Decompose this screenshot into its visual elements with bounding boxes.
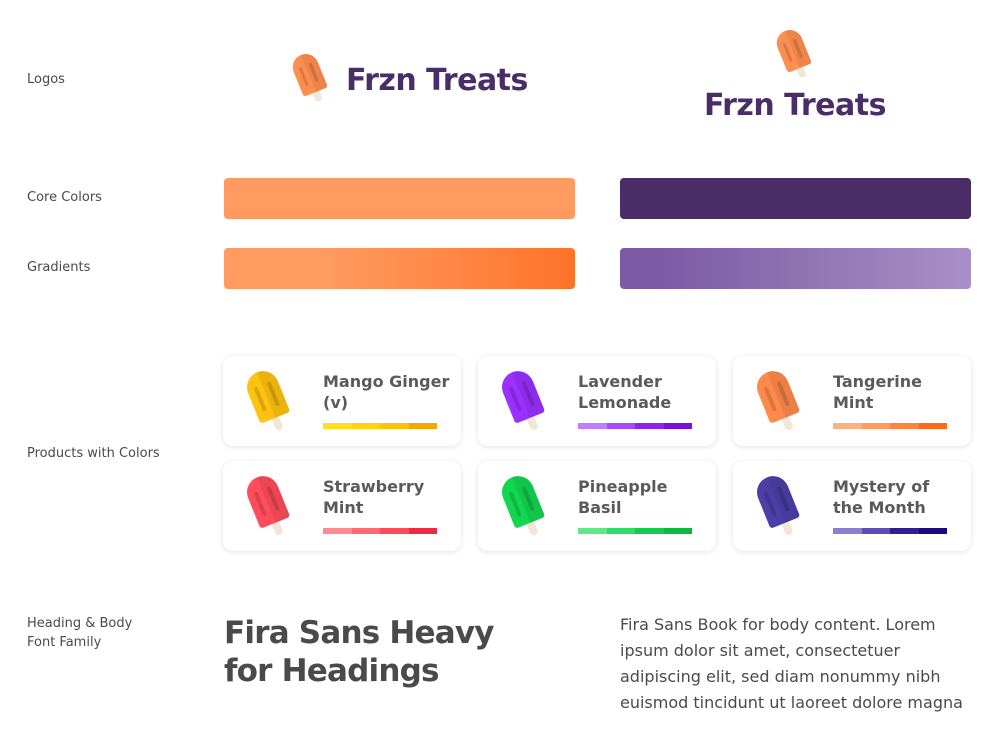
color-chip	[663, 423, 692, 429]
row-label-fonts: Heading & Body Font Family	[27, 614, 132, 652]
popsicle-icon	[247, 476, 290, 536]
product-name: Lavender Lemonade	[578, 372, 672, 412]
core-color-orange-swatch	[224, 178, 575, 219]
row-label-gradients: Gradients	[27, 260, 91, 275]
logo-horizontal: Frzn Treats	[288, 52, 528, 108]
color-chip	[663, 528, 692, 534]
product-color-bar	[578, 423, 692, 429]
product-card: Mystery of the Month	[733, 461, 971, 551]
product-name: Mango Ginger (v)	[323, 372, 450, 412]
color-chip	[380, 423, 409, 429]
product-color-bar	[578, 528, 692, 534]
logo-stacked: Frzn Treats	[700, 28, 890, 123]
row-label-fonts-line2: Font Family	[27, 635, 102, 650]
color-chip	[408, 528, 437, 534]
color-chip	[861, 528, 890, 534]
product-card: Strawberry Mint	[223, 461, 461, 551]
popsicle-icon	[502, 371, 545, 431]
row-label-products: Products with Colors	[27, 446, 160, 461]
product-color-bar	[323, 423, 437, 429]
popsicle-icon	[502, 476, 545, 536]
popsicle-icon	[247, 371, 290, 431]
product-card: Pineapple Basil	[478, 461, 716, 551]
product-name: Mystery of the Month	[833, 477, 930, 517]
product-card: Lavender Lemonade	[478, 356, 716, 446]
color-chip	[578, 528, 607, 534]
color-chip	[578, 423, 607, 429]
product-color-bar	[833, 528, 947, 534]
popsicle-icon	[757, 476, 800, 536]
color-chip	[833, 423, 862, 429]
color-chip	[890, 528, 919, 534]
color-chip	[918, 528, 947, 534]
product-name: Strawberry Mint	[323, 477, 425, 517]
row-label-logos: Logos	[27, 72, 65, 87]
color-chip	[606, 528, 635, 534]
color-chip	[635, 423, 664, 429]
color-chip	[861, 423, 890, 429]
gradient-orange-swatch	[224, 248, 575, 289]
product-card: Mango Ginger (v)	[223, 356, 461, 446]
color-chip	[380, 528, 409, 534]
popsicle-logo-icon	[292, 54, 328, 102]
body-font-sample: Fira Sans Book for body content. Lorem i…	[620, 615, 963, 712]
product-name: Tangerine Mint	[833, 372, 922, 412]
color-chip	[918, 423, 947, 429]
color-chip	[323, 528, 352, 534]
product-card: Tangerine Mint	[733, 356, 971, 446]
core-color-purple-swatch	[620, 178, 971, 219]
brand-wordmark: Frzn Treats	[346, 62, 528, 98]
heading-font-sample: Fira Sans Heavy for Headings	[224, 615, 494, 689]
color-chip	[351, 423, 380, 429]
product-name: Pineapple Basil	[578, 477, 668, 517]
color-chip	[323, 423, 352, 429]
brand-wordmark: Frzn Treats	[704, 88, 886, 123]
row-label-fonts-line1: Heading & Body	[27, 616, 133, 631]
color-chip	[635, 528, 664, 534]
color-chip	[408, 423, 437, 429]
color-chip	[890, 423, 919, 429]
popsicle-icon	[757, 371, 800, 431]
color-chip	[606, 423, 635, 429]
color-chip	[833, 528, 862, 534]
color-chip	[351, 528, 380, 534]
gradient-purple-swatch	[620, 248, 971, 289]
popsicle-logo-icon	[776, 30, 812, 78]
product-color-bar	[833, 423, 947, 429]
row-label-core-colors: Core Colors	[27, 190, 102, 205]
product-color-bar	[323, 528, 437, 534]
